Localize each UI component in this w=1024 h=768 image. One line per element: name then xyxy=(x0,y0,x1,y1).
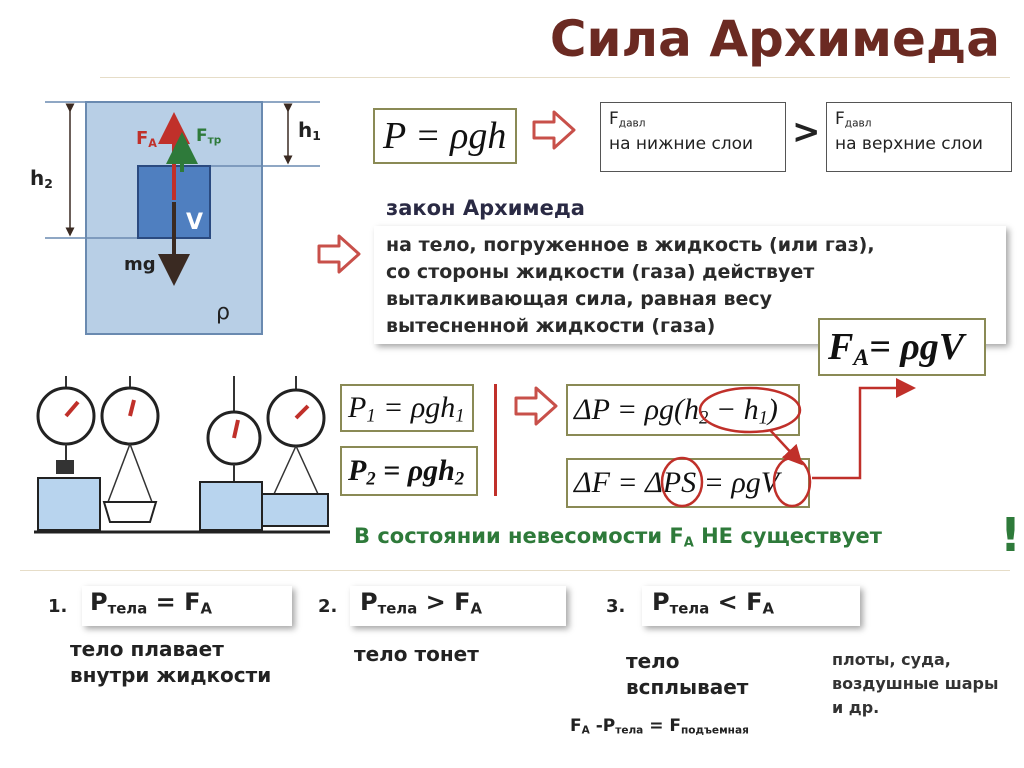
p2-formula-box: P2 = ρgh2 xyxy=(340,446,478,496)
law-heading: закон Архимеда xyxy=(386,196,585,220)
liquid-diagram xyxy=(45,101,320,335)
arrow-right-icon xyxy=(532,110,576,150)
case-condition-box: Pтела > FA xyxy=(350,586,566,626)
case-number: 2. xyxy=(318,596,338,617)
law-line: на тело, погруженное в жидкость (или газ… xyxy=(386,234,875,256)
f-lower-text: на нижние слои xyxy=(609,133,754,154)
f-upper-symbol: Fдавл xyxy=(835,109,872,130)
title-divider xyxy=(100,77,1010,78)
law-line: вытесненной жидкости (газа) xyxy=(386,315,716,337)
ftr-label: Fтр xyxy=(196,126,222,147)
f-upper-layers-box: Fдавл на верхние слои xyxy=(826,102,1012,172)
arrow-right-icon xyxy=(317,234,361,274)
fa-label: FA xyxy=(136,128,157,150)
f-lower-layers-box: Fдавл на нижние слои xyxy=(600,102,786,172)
section-divider xyxy=(20,570,1010,571)
pressure-formula-box: P = ρgh xyxy=(373,108,517,164)
delta-f-formula-box: ΔF = ΔPS = ρgV xyxy=(566,458,810,508)
arrow-right-icon xyxy=(514,386,558,426)
exclamation-mark: ! xyxy=(1000,508,1021,562)
page-title: Сила Архимеда xyxy=(549,10,1000,68)
law-text-box: на тело, погруженное в жидкость (или газ… xyxy=(374,226,1006,344)
h2-label: h2 xyxy=(30,166,53,192)
delta-p-formula-box: ΔP = ρg(h2 − h1) xyxy=(566,384,800,436)
case-condition-box: Pтела < FA xyxy=(642,586,860,626)
volume-label: V xyxy=(186,210,204,235)
lifting-force-formula: FA -Pтела = Fподъемная xyxy=(570,716,749,737)
scale-dial xyxy=(36,376,96,474)
case-description: тело тонет xyxy=(354,642,479,666)
law-line: со стороны жидкости (газа) действует xyxy=(386,261,815,283)
mg-label: mg xyxy=(124,254,156,275)
p1-formula-box: P1 = ρgh1 xyxy=(340,384,474,432)
h1-label: h1 xyxy=(298,118,321,144)
spring-scales-illustration xyxy=(34,376,330,534)
formula-separator xyxy=(494,384,497,496)
scale-dial xyxy=(261,376,329,527)
case-condition-box: Pтела = FA xyxy=(82,586,292,626)
f-lower-symbol: Fдавл xyxy=(609,109,646,130)
scale-dial xyxy=(100,376,160,523)
f-upper-text: на верхние слои xyxy=(835,133,983,154)
fa-formula-box: FA= ρgV xyxy=(818,318,986,376)
weightless-statement: В состоянии невесомости FA НЕ существует xyxy=(354,524,882,551)
density-label: ρ xyxy=(216,300,230,325)
compare-sign: > xyxy=(792,112,821,152)
formula-connectors xyxy=(660,378,916,508)
law-line: выталкивающая сила, равная весу xyxy=(386,288,773,310)
case-number: 1. xyxy=(48,596,68,617)
case-number: 3. xyxy=(606,596,626,617)
